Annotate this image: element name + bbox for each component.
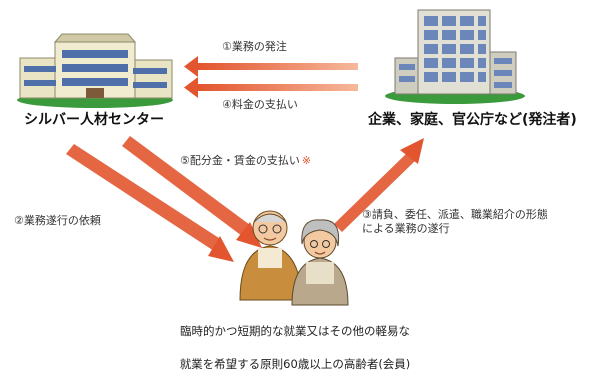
client-label: 企業、家庭、官公庁など(発注者)	[368, 112, 577, 128]
payment-arrow	[184, 77, 358, 98]
flow-wage-label: ⑤配分金・賃金の支払い※	[180, 154, 311, 168]
members-caption-line2: 就業を希望する原則60歳以上の高齢者(会員)	[179, 357, 411, 372]
wage-arrow	[122, 136, 262, 248]
silver-center-label: シルバー人材センター	[24, 112, 164, 128]
flow-contract-line1: ③請負、委任、派遣、職業紹介の形態	[362, 208, 548, 221]
members-caption-line1: 臨時的かつ短期的な就業又はその他の軽易な	[180, 323, 410, 338]
members-caption: 臨時的かつ短期的な就業又はその他の軽易な 就業を希望する原則60歳以上の高齢者(…	[130, 306, 460, 389]
flow-wage-text: ⑤配分金・賃金の支払い	[180, 154, 300, 167]
contract-arrow	[334, 138, 424, 232]
flow-request-label: ②業務遂行の依頼	[14, 214, 101, 227]
office-building-icon	[17, 33, 173, 108]
elderly-couple-icon	[239, 210, 349, 306]
request-arrow	[66, 144, 234, 262]
flow-order-label: ①業務の発注	[222, 40, 287, 53]
flow-contract-label: ③請負、委任、派遣、職業紹介の形態 による業務の遂行	[362, 208, 548, 236]
flow-payment-label: ④料金の支払い	[222, 98, 298, 111]
flow-contract-line2: による業務の遂行	[362, 221, 450, 235]
order-arrow	[184, 56, 358, 77]
office-tower-icon	[385, 9, 525, 104]
relationship-diagram	[17, 9, 525, 306]
flow-wage-note-mark: ※	[301, 154, 312, 167]
